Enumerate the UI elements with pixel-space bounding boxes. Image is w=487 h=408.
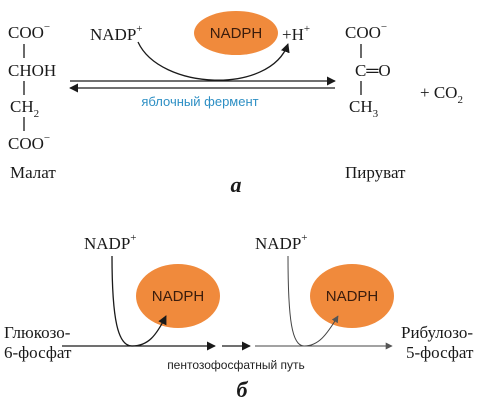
pyruvate-structure: COO− C═O CH3 Пируват xyxy=(345,21,406,182)
h-out-charge: + xyxy=(304,23,310,35)
cofactor-curve-arrow-a xyxy=(137,41,290,81)
svg-text:NADP+: NADP+ xyxy=(90,23,143,44)
nadp-left-label: NADP xyxy=(84,234,130,253)
pyruvate-ch3: CH xyxy=(349,97,373,116)
pyruvate-coo: COO xyxy=(345,23,381,42)
co2-label: + CO xyxy=(420,83,457,102)
pathway-label: пентозофосфатный путь xyxy=(167,358,305,372)
malate-coo-bottom-charge: − xyxy=(44,132,50,144)
panel-b-letter: б xyxy=(237,377,249,402)
malate-ch2: CH xyxy=(10,97,34,116)
malate-structure: COO− CHOH CH2 COO− Малат xyxy=(8,21,56,182)
nadph-label: NADPH xyxy=(210,25,263,42)
nadph-left-label: NADPH xyxy=(152,288,205,305)
nadp-left-charge: + xyxy=(130,232,136,244)
pyruvate-name: Пируват xyxy=(345,163,406,182)
malate-coo-bottom: COO xyxy=(8,134,44,153)
svg-text:CH3: CH3 xyxy=(349,97,379,120)
svg-text:COO−: COO− xyxy=(8,132,50,153)
h-out-label: +H xyxy=(282,25,304,44)
svg-text:NADP+: NADP+ xyxy=(84,232,137,253)
nadp-in-charge: + xyxy=(136,23,142,35)
malate-name: Малат xyxy=(10,163,56,182)
ribulose-line1: Рибулозо- xyxy=(401,323,473,342)
nadph-ellipse xyxy=(194,11,278,55)
panel-b: NADP+ NADP+ NADPH NADPH Глюкозо- 6-фосфа… xyxy=(4,232,474,402)
malate-coo-top-charge: − xyxy=(44,21,50,33)
co2-subscript: 2 xyxy=(457,94,463,106)
pyruvate-co: C═O xyxy=(355,61,391,80)
enzyme-label: яблочный фермент xyxy=(141,94,258,109)
nadph-right-ellipse xyxy=(310,264,394,328)
svg-text:NADP+: NADP+ xyxy=(255,232,308,253)
malate-choh: CHOH xyxy=(8,61,56,80)
pyruvate-ch3-subscript: 3 xyxy=(373,108,379,120)
nadp-right-label: NADP xyxy=(255,234,301,253)
pyruvate-coo-charge: − xyxy=(381,21,387,33)
malate-coo-top: COO xyxy=(8,23,44,42)
glucose-line2: 6-фосфат xyxy=(4,343,72,362)
glucose-line1: Глюкозо- xyxy=(4,323,71,342)
svg-text:COO−: COO− xyxy=(8,21,50,42)
nadp-in-label: NADP xyxy=(90,25,136,44)
svg-text:COO−: COO− xyxy=(345,21,387,42)
panel-a: COO− CHOH CH2 COO− Малат NADP+ NADPH +H+… xyxy=(8,11,463,197)
nadph-right-label: NADPH xyxy=(326,288,379,305)
svg-text:+ CO2: + CO2 xyxy=(420,83,463,106)
ribulose-line2: 5-фосфат xyxy=(406,343,474,362)
nadph-left-ellipse xyxy=(136,264,220,328)
malate-ch2-subscript: 2 xyxy=(34,108,40,120)
nadp-right-charge: + xyxy=(301,232,307,244)
svg-text:CH2: CH2 xyxy=(10,97,39,120)
panel-a-letter: а xyxy=(231,172,242,197)
svg-text:+H+: +H+ xyxy=(282,23,310,44)
